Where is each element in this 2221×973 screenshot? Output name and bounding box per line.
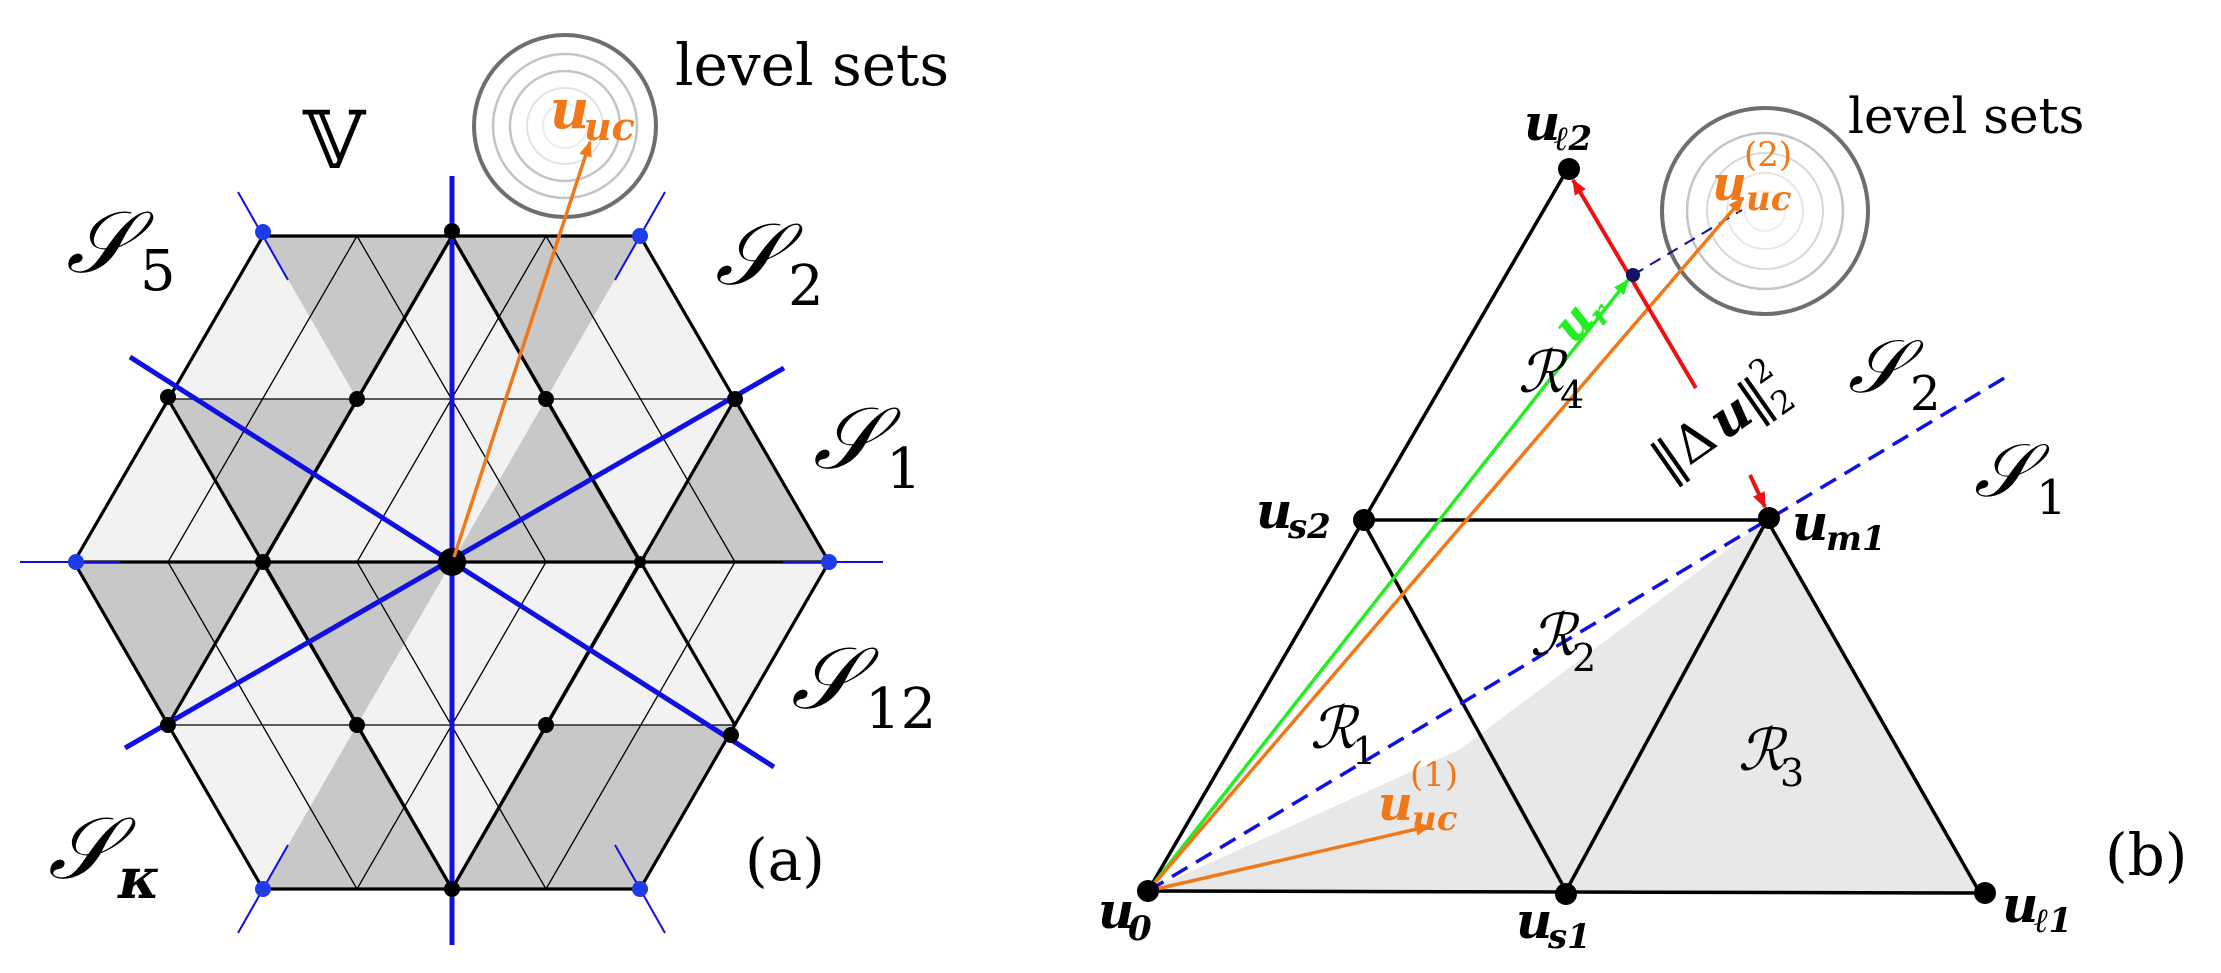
svg-text:4: 4 <box>1560 373 1584 417</box>
uc2-vector-label: u uc (2) <box>1712 135 1792 219</box>
sector-label-s1-a: 𝒮 1 <box>813 389 922 502</box>
vertex-label-um1: u m1 <box>1792 493 1886 559</box>
svg-text:u: u <box>1792 493 1828 552</box>
vertex-label-us1: u s1 <box>1516 891 1591 957</box>
panel-tag-a: (a) <box>745 826 825 894</box>
uc1-vector-arrow <box>1147 822 1432 893</box>
svg-text:ℛ: ℛ <box>1518 338 1568 406</box>
level-sets-label-b: level sets <box>1848 87 2084 145</box>
panel-a: 𝕍 level sets u uc 𝒮 5 𝒮 2 𝒮 1 𝒮 12 𝒮 κ (… <box>20 31 949 945</box>
lattice-vertices <box>160 223 743 897</box>
region-label-r1: ℛ 1 <box>1310 694 1376 773</box>
svg-text:0: 0 <box>1128 909 1152 949</box>
gray-triangles <box>74 236 829 889</box>
svg-text:u: u <box>2002 875 2038 934</box>
svg-text:5: 5 <box>140 239 176 304</box>
relaxed-vector-arrow <box>1146 278 1630 893</box>
svg-text:ℛ: ℛ <box>1738 716 1788 784</box>
vertex-label-ul2: u ℓ2 <box>1524 93 1592 159</box>
uc2-vector-arrow <box>1146 196 1745 893</box>
region-label-r4: ℛ 4 <box>1518 338 1584 417</box>
uc1-vector-label: u uc (1) <box>1378 755 1458 839</box>
svg-text:ℓ2: ℓ2 <box>1554 119 1592 159</box>
svg-text:12: 12 <box>865 677 936 742</box>
sector-label-s12: 𝒮 12 <box>791 629 936 742</box>
svg-text:1: 1 <box>2036 470 2067 526</box>
svg-text:uc: uc <box>1412 799 1458 839</box>
error-norm-label: ‖Δ u ‖ 2 2 <box>1631 331 1819 493</box>
svg-text:3: 3 <box>1780 751 1804 795</box>
svg-text:ℛ: ℛ <box>1310 694 1360 762</box>
sector-label-s2-b: 𝒮 2 <box>1848 324 1941 422</box>
sector-label-s5: 𝒮 5 <box>66 193 176 304</box>
hexagon-corner-vertices <box>68 224 837 897</box>
vertex-label-us2: u s2 <box>1256 481 1331 547</box>
error-arrow-up <box>1571 178 1702 397</box>
svg-text:κ: κ <box>117 846 160 912</box>
svg-text:(2): (2) <box>1744 135 1792 175</box>
svg-text:uc: uc <box>584 104 635 149</box>
svg-text:uc: uc <box>1746 179 1792 219</box>
svg-text:2: 2 <box>1572 636 1596 680</box>
panel-tag-b: (b) <box>2105 821 2187 889</box>
svg-text:ℛ: ℛ <box>1530 601 1580 669</box>
svg-text:s1: s1 <box>1547 917 1591 957</box>
svg-text:u: u <box>1256 481 1292 540</box>
vertex-label-u0: u 0 <box>1098 881 1152 949</box>
region-label-r2: ℛ 2 <box>1530 601 1596 680</box>
sector-label-skappa: 𝒮 κ <box>48 799 160 912</box>
lattice-vertices-b <box>1137 158 1996 905</box>
uc-vector-label-a: u uc <box>550 77 635 149</box>
level-sets-label-a: level sets <box>675 31 949 99</box>
level-set-circles-a <box>472 33 658 219</box>
svg-text:u: u <box>1712 156 1747 212</box>
vertex-label-ul1: u ℓ1 <box>2002 875 2072 941</box>
shaded-region <box>1148 520 1980 893</box>
space-symbol: 𝕍 <box>302 94 367 187</box>
error-arrow-down <box>1748 474 1767 509</box>
unconstrained-vector-arrow <box>452 140 592 558</box>
region-label-r3: ℛ 3 <box>1738 716 1804 795</box>
svg-text:m1: m1 <box>1826 519 1886 559</box>
svg-text:s2: s2 <box>1287 507 1331 547</box>
svg-text:(1): (1) <box>1410 755 1458 795</box>
svg-text:u: u <box>1098 881 1134 940</box>
svg-text:u: u <box>1516 891 1552 950</box>
sector-label-s2-a: 𝒮 2 <box>715 205 824 319</box>
sector-label-s1-b: 𝒮 1 <box>1974 428 2067 526</box>
level-set-circles-b <box>1660 106 1870 316</box>
svg-text:2: 2 <box>1910 366 1941 422</box>
relaxed-point <box>1626 268 1640 282</box>
svg-text:u: u <box>550 77 589 141</box>
svg-text:u: u <box>1378 776 1413 832</box>
svg-text:1: 1 <box>886 437 922 502</box>
panel-b: level sets u ℓ2 u s2 u m1 u 0 u s1 u ℓ1 … <box>1098 87 2187 957</box>
svg-text:u: u <box>1524 93 1560 152</box>
svg-text:ℓ1: ℓ1 <box>2034 901 2072 941</box>
svg-text:2: 2 <box>788 254 824 319</box>
svg-text:1: 1 <box>1352 729 1376 773</box>
